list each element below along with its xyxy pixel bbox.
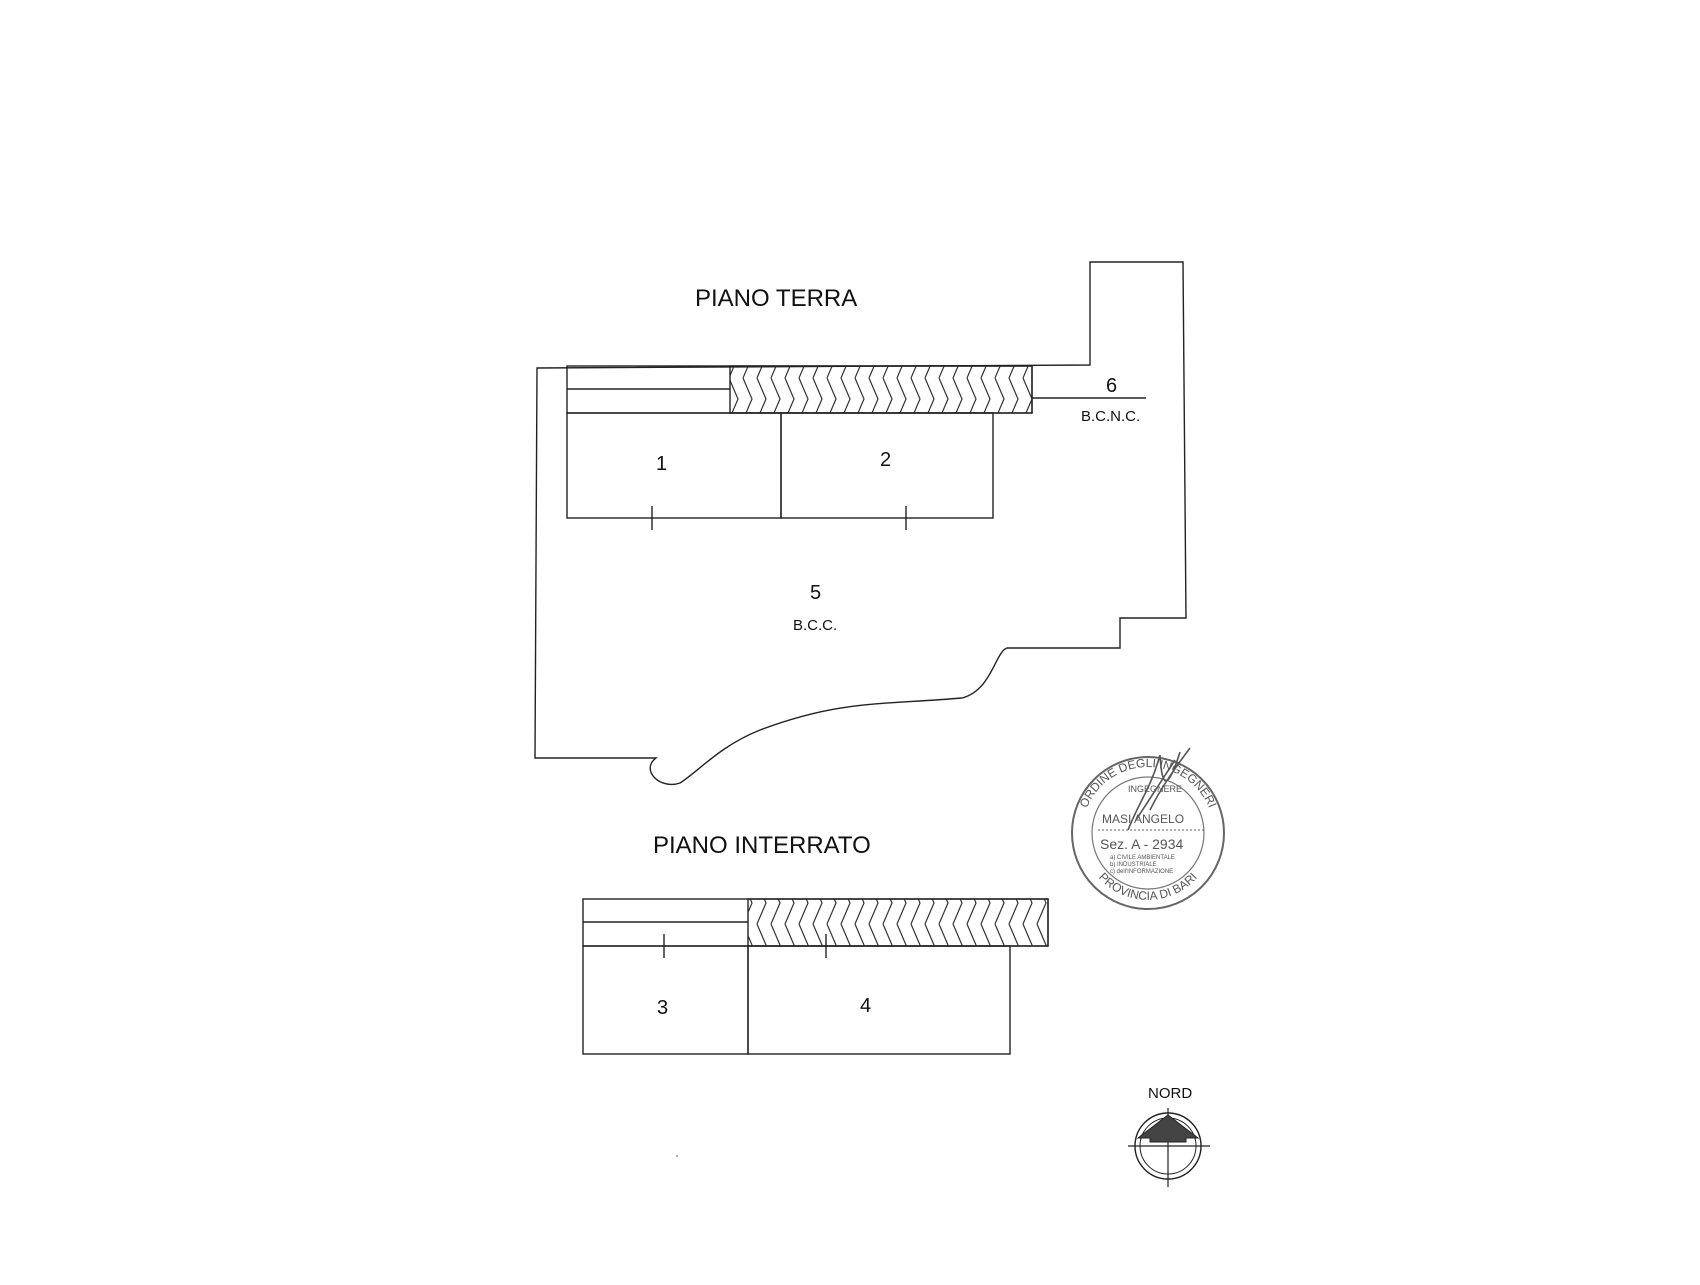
unit-3-number: 3 <box>657 997 668 1019</box>
unit-6-number: 6 <box>1106 375 1117 397</box>
stamp-field-2: b) INDUSTRIALE <box>1110 862 1157 868</box>
signature <box>1127 747 1191 831</box>
lot-boundary <box>534 261 1187 786</box>
stamp-field-3: c) dell'INFORMAZIONE <box>1110 869 1173 875</box>
basement-title: PIANO INTERRATO <box>653 832 871 859</box>
stamp-section: Sez. A - 2934 <box>1100 836 1183 852</box>
ground-floor-title: PIANO TERRA <box>695 285 857 312</box>
basement-hatched-ramp <box>747 898 1049 947</box>
north-arrow: NORD <box>1128 1085 1210 1187</box>
north-label: NORD <box>1148 1085 1192 1102</box>
unit-1-number: 1 <box>656 453 667 475</box>
engineer-stamp: ORDINE DEGLI INGEGNERI PROVINCIA DI BARI… <box>1071 747 1225 910</box>
stamp-inner-top: INGEGNERE <box>1128 784 1182 794</box>
unit-5-code: B.C.C. <box>793 617 837 634</box>
unit-6-code: B.C.N.C. <box>1081 408 1140 425</box>
unit-4-number: 4 <box>860 995 871 1017</box>
unit-1-outline <box>566 412 782 519</box>
stamp-name: MASI ANGELO <box>1102 812 1184 826</box>
stamp-field-1: a) CIVILE AMBIENTALE <box>1110 855 1175 861</box>
unit-2-number: 2 <box>880 449 891 471</box>
north-arrow-icon <box>1136 1114 1200 1143</box>
unit-5-number: 5 <box>810 582 821 604</box>
ground-hatched-ramp <box>729 365 1033 414</box>
unit-4-outline <box>747 945 1011 1055</box>
unit-2-outline <box>780 412 994 519</box>
